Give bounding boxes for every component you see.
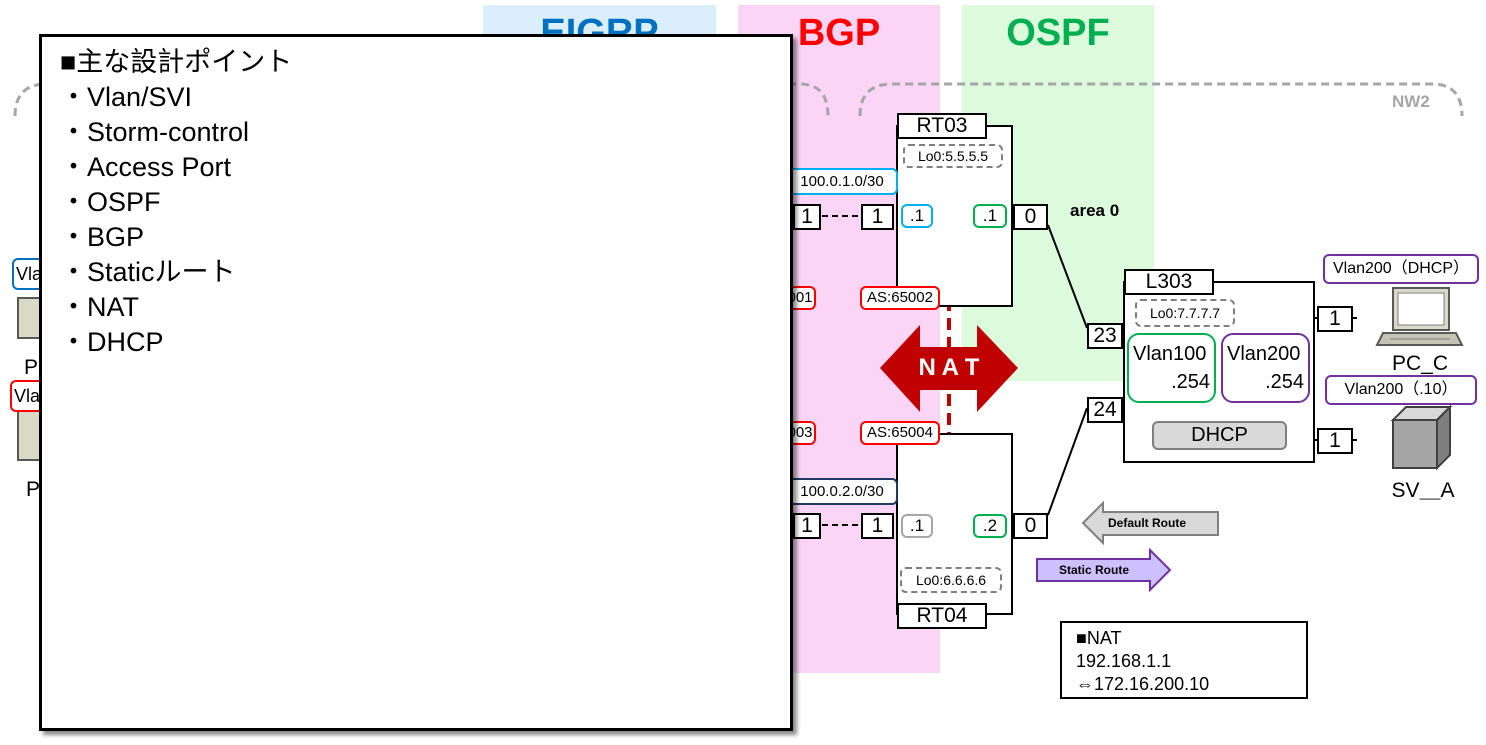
default-route-label: Default Route — [1108, 516, 1186, 530]
rt04-right-ip: .2 — [973, 514, 1007, 538]
ospf-zone-title: OSPF — [1006, 12, 1110, 54]
l303-vlan100: Vlan100 .254 — [1127, 333, 1216, 403]
rt03-port-0: 0 — [1013, 204, 1048, 230]
rt03-loopback: Lo0:5.5.5.5 — [903, 144, 1003, 168]
static-route-label: Static Route — [1059, 563, 1130, 577]
sv-a-name: SV＿A — [1391, 479, 1455, 502]
l303-name-tab: L303 — [1124, 269, 1214, 295]
rt04-port-1: 1 — [861, 513, 894, 539]
peer-port-top: 1 — [793, 204, 821, 230]
design-point-item: ・DHCP — [60, 327, 164, 357]
design-point-item: ・OSPF — [60, 187, 161, 217]
l303-port-23: 23 — [1087, 323, 1123, 349]
design-point-item: ・Access Port — [60, 152, 232, 182]
vlan100-name: Vlan100 — [1133, 343, 1207, 365]
rt04-loopback: Lo0:6.6.6.6 — [900, 567, 1002, 593]
nw2-label: NW2 — [1392, 92, 1430, 111]
nat-info-title: ■NAT — [1076, 628, 1122, 648]
partial-pc-b-name: P — [26, 478, 41, 501]
design-points-title: ■主な設計ポイント — [60, 47, 293, 77]
rt03-network: 100.0.1.0/30 — [786, 168, 898, 195]
rt03-right-ip: .1 — [973, 204, 1007, 228]
rt03-port-1: 1 — [861, 204, 894, 230]
rt03-as: AS:65002 — [860, 286, 940, 310]
rt03-left-ip: .1 — [901, 204, 933, 228]
rt04-network: 100.0.2.0/30 — [786, 478, 898, 505]
pc-c-name: PC_C — [1391, 352, 1449, 375]
design-point-item: ・BGP — [60, 222, 145, 252]
peer-port-bottom: 1 — [793, 513, 821, 539]
rt03-name-tab: RT03 — [897, 113, 987, 139]
l303-vlan200: Vlan200 .254 — [1221, 333, 1310, 403]
sv-a-port: 1 — [1317, 428, 1353, 454]
pc-c-vlan: Vlan200（DHCP） — [1323, 254, 1479, 284]
vlan200-name: Vlan200 — [1227, 343, 1301, 365]
nat-outside-address: ⇔172.16.200.10 — [1076, 674, 1210, 694]
nat-info-box: ■NAT 192.168.1.1 ⇔172.16.200.10 — [1060, 621, 1308, 699]
rt04-port-0: 0 — [1013, 513, 1048, 539]
pc-c-port: 1 — [1317, 306, 1353, 332]
partial-pc-a-name: P — [24, 356, 39, 379]
vlan100-ip: .254 — [1171, 371, 1210, 393]
l303-port-24: 24 — [1087, 397, 1123, 423]
pc-icon — [1375, 287, 1464, 346]
design-point-item: ・NAT — [60, 292, 139, 322]
sv-a-vlan: Vlan200（.10） — [1325, 375, 1477, 405]
vlan200-ip: .254 — [1265, 371, 1304, 393]
bgp-zone-title: BGP — [797, 12, 881, 54]
rt04-name-tab: RT04 — [897, 603, 987, 629]
nat-inside-address: 192.168.1.1 — [1076, 651, 1172, 671]
server-icon — [1390, 404, 1453, 471]
dhcp-server-badge: DHCP — [1152, 421, 1287, 450]
design-point-item: ・Vlan/SVI — [60, 82, 193, 112]
design-point-item: ・Storm-control — [60, 117, 250, 147]
l303-loopback: Lo0:7.7.7.7 — [1135, 299, 1235, 327]
design-point-item: ・Staticルート — [60, 257, 236, 287]
rt04-as: AS:65004 — [860, 421, 940, 445]
design-points-panel: ■主な設計ポイント ・Vlan/SVI ・Storm-control ・Acce… — [39, 34, 793, 731]
rt04-left-ip: .1 — [901, 514, 933, 538]
nat-arrow-label: N A T — [918, 354, 980, 381]
ospf-area-label: area 0 — [1070, 201, 1120, 220]
